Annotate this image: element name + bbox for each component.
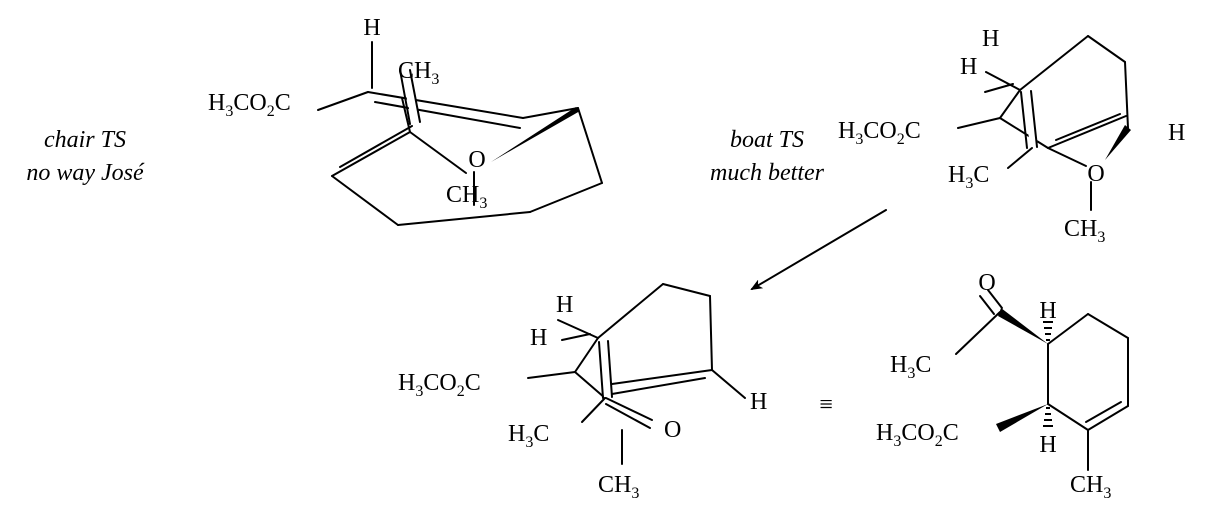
chair-h: H xyxy=(363,15,380,41)
cyclohexene-h3c: H3C xyxy=(890,352,931,382)
chair-ester: H3CO2C xyxy=(208,90,291,120)
svg-text:chair TS: chair TS xyxy=(44,127,126,153)
cyclohexene-h-bottom: H xyxy=(1039,432,1056,458)
boat-h3c: H3C xyxy=(948,162,989,192)
product-h-top: H xyxy=(556,292,573,318)
product-bonds xyxy=(527,283,746,465)
boat-ch3: CH3 xyxy=(1064,216,1105,246)
boat-h-right: H xyxy=(1168,120,1185,146)
svg-text:no way José: no way José xyxy=(26,160,145,186)
product-conformer: H H H H3CO2C H3C O CH3 xyxy=(398,283,767,502)
hashed-bond-bottom xyxy=(1043,407,1053,427)
product-h-right: H xyxy=(750,389,767,415)
svg-text:much better: much better xyxy=(710,160,825,186)
chair-wedge-bond xyxy=(491,107,580,162)
boat-ester: H3CO2C xyxy=(838,118,921,148)
hashed-bond-top xyxy=(1043,321,1053,341)
cyclohexene-carbonyl-oxygen: O xyxy=(978,270,995,296)
boat-wedge-bond xyxy=(1105,125,1131,160)
cyclohexene-h-top: H xyxy=(1039,298,1056,324)
boat-bonds xyxy=(957,35,1131,211)
equivalence-symbol: ≡ xyxy=(819,392,833,418)
boat-oxygen: O xyxy=(1087,161,1104,187)
boat-h-top: H xyxy=(982,26,999,52)
product-carbonyl-oxygen: O xyxy=(664,417,681,443)
cyclohexene-wedge-acetyl xyxy=(998,308,1048,344)
boat-ts-caption: boat TS much better xyxy=(710,127,825,186)
boat-h-left: H xyxy=(960,54,977,80)
chair-transition-state: H CH3 H3CO2C O CH3 xyxy=(208,15,603,226)
cyclohexene-wedge-ester xyxy=(996,404,1048,432)
cyclohexene-bonds xyxy=(955,289,1129,471)
product-ester: H3CO2C xyxy=(398,370,481,400)
chair-ts-caption: chair TS no way José xyxy=(26,127,145,186)
svg-text:boat TS: boat TS xyxy=(730,127,804,153)
product-ch3: CH3 xyxy=(598,472,639,502)
product-h-left: H xyxy=(530,325,547,351)
product-h3c: H3C xyxy=(508,421,549,451)
cyclohexene-ester: H3CO2C xyxy=(876,420,959,450)
cyclohexene-ch3: CH3 xyxy=(1070,472,1111,502)
chair-bottom-ch3: CH3 xyxy=(446,182,487,212)
cyclohexene-product: O H H3C H3CO2C H CH3 xyxy=(876,270,1129,502)
chair-top-ch3: CH3 xyxy=(398,58,439,88)
chair-bonds xyxy=(317,41,603,226)
reaction-arrow xyxy=(750,209,887,291)
chair-oxygen: O xyxy=(468,147,485,173)
boat-transition-state: H H H H3CO2C H3C O CH3 xyxy=(838,26,1185,246)
